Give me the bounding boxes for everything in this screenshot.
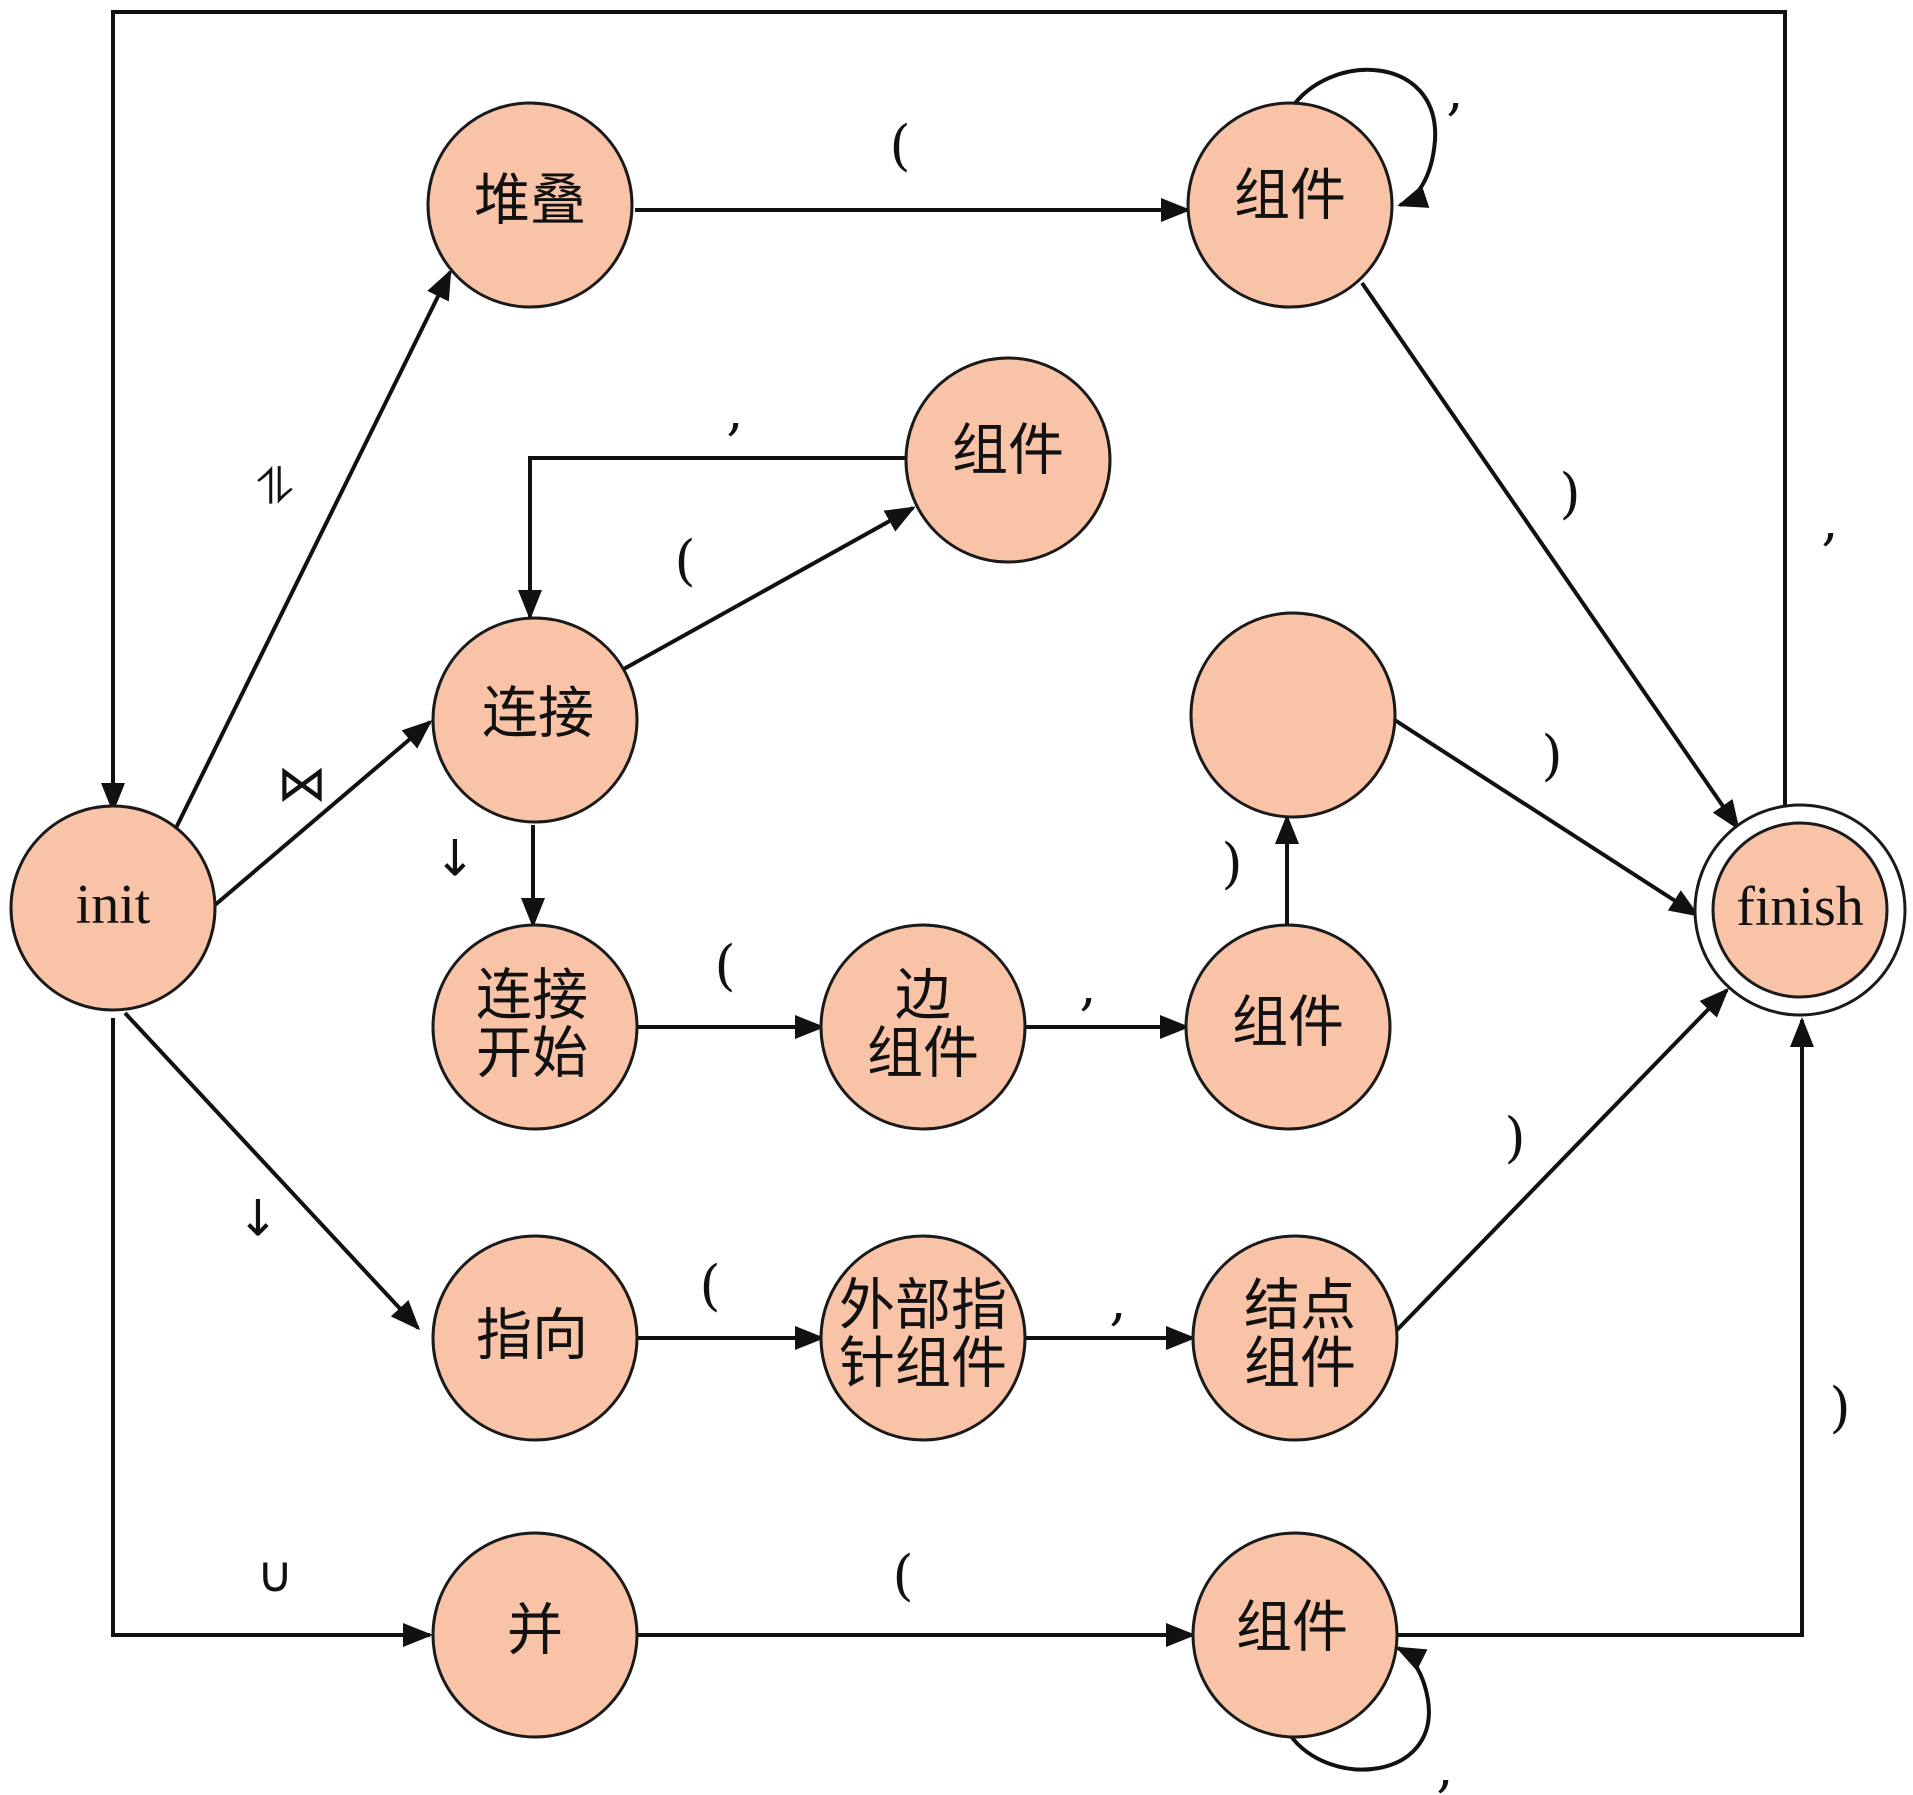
- edge-component-self-loop: [1288, 67, 1438, 208]
- label-ext-comma: ,: [1109, 1269, 1126, 1332]
- node-union-component: 组件: [1191, 1531, 1399, 1739]
- node-join-start-label-line1: 连接: [476, 964, 588, 1029]
- node-union-label: 并: [507, 1599, 563, 1664]
- node-join-label: 连接: [482, 682, 594, 747]
- node-external-pointer-component: 外部指 针组件: [819, 1234, 1027, 1442]
- edge-stack-component-to-finish: [1360, 281, 1740, 831]
- label-top-loop-comma: ,: [1821, 489, 1838, 552]
- label-empty-close: ): [1541, 724, 1562, 787]
- node-point: 指向: [431, 1234, 639, 1442]
- node-stack-component-label: 组件: [1234, 164, 1346, 229]
- nodes: init 堆叠 组件 组件 连接 finish: [9, 101, 1907, 1739]
- label-join-back-comma: ,: [726, 379, 743, 442]
- node-edge-component: 边 组件: [819, 923, 1027, 1131]
- node-node-component-label-line1: 结点: [1244, 1274, 1356, 1339]
- label-stack-open: (: [889, 114, 910, 177]
- node-node-component: 结点 组件: [1191, 1234, 1399, 1442]
- edge-init-to-join: [213, 720, 433, 907]
- edge-node-component-to-finish: [1395, 987, 1730, 1332]
- edge-component-back-to-join: [518, 456, 905, 620]
- label-stack-symbol: ⥮: [257, 458, 293, 516]
- node-empty: [1189, 611, 1397, 819]
- label-node-close: ): [1504, 1106, 1525, 1169]
- edge-labels: ( , ) , ⥮ ⋈ ( , ↓ ( , ) ) ↓ ( , ) ∪ ( , …: [237, 59, 1850, 1795]
- node-stack: 堆叠: [426, 101, 634, 309]
- edge-init-to-stack: [173, 269, 452, 831]
- label-union-symbol: ∪: [257, 1546, 294, 1604]
- edge-init-to-union: [111, 1018, 433, 1647]
- label-join-open: (: [674, 529, 695, 592]
- edge-finish-to-init-top: [101, 10, 1787, 813]
- edge-union-component-to-finish: [1395, 1017, 1814, 1637]
- label-union-close: ): [1829, 1376, 1850, 1439]
- node-join-start-label-line2: 开始: [476, 1022, 588, 1087]
- node-union: 并: [431, 1531, 639, 1739]
- label-up-close: ): [1221, 832, 1242, 895]
- edge-empty-node-to-finish: [1388, 715, 1700, 917]
- node-stack-label: 堆叠: [474, 169, 586, 234]
- node-stack-component: 组件: [1186, 101, 1394, 309]
- node-init: init: [9, 804, 217, 1012]
- label-stack-close: ): [1559, 462, 1580, 525]
- label-union-open: (: [892, 1544, 913, 1607]
- label-union-loop-comma: ,: [1436, 1736, 1453, 1795]
- node-init-label: init: [76, 874, 151, 936]
- node-node-component-label-line2: 组件: [1244, 1332, 1356, 1397]
- node-point-label: 指向: [476, 1304, 588, 1369]
- node-join: 连接: [431, 616, 639, 824]
- node-finish: finish: [1693, 803, 1907, 1017]
- edge-union-component-self-loop: [1288, 1646, 1431, 1772]
- node-join-start-component: 组件: [1184, 923, 1392, 1131]
- node-join-start-component-label: 组件: [1232, 991, 1344, 1056]
- node-external-pointer-component-label-line1: 外部指: [839, 1274, 1007, 1339]
- node-union-component-label: 组件: [1236, 1596, 1348, 1661]
- edges: [101, 10, 1814, 1772]
- node-edge-component-label-line2: 组件: [867, 1022, 979, 1087]
- node-external-pointer-component-label-line2: 针组件: [839, 1332, 1007, 1397]
- label-join-symbol: ⋈: [277, 755, 327, 813]
- node-join-component-label: 组件: [952, 419, 1064, 484]
- label-edge-comma: ,: [1079, 954, 1096, 1017]
- node-join-start: 连接 开始: [431, 923, 639, 1131]
- node-finish-label: finish: [1736, 876, 1864, 938]
- node-join-component: 组件: [904, 356, 1112, 564]
- edge-join-to-component: [621, 506, 916, 672]
- edge-init-to-point: [123, 1011, 421, 1331]
- label-join-down-arrow: ↓: [434, 830, 476, 888]
- label-join-start-open: (: [714, 934, 735, 997]
- label-point-open: (: [699, 1254, 720, 1317]
- node-edge-component-label-line1: 边: [895, 964, 951, 1029]
- label-stack-loop-comma: ,: [1446, 59, 1463, 122]
- label-point-symbol: ↓: [237, 1190, 279, 1248]
